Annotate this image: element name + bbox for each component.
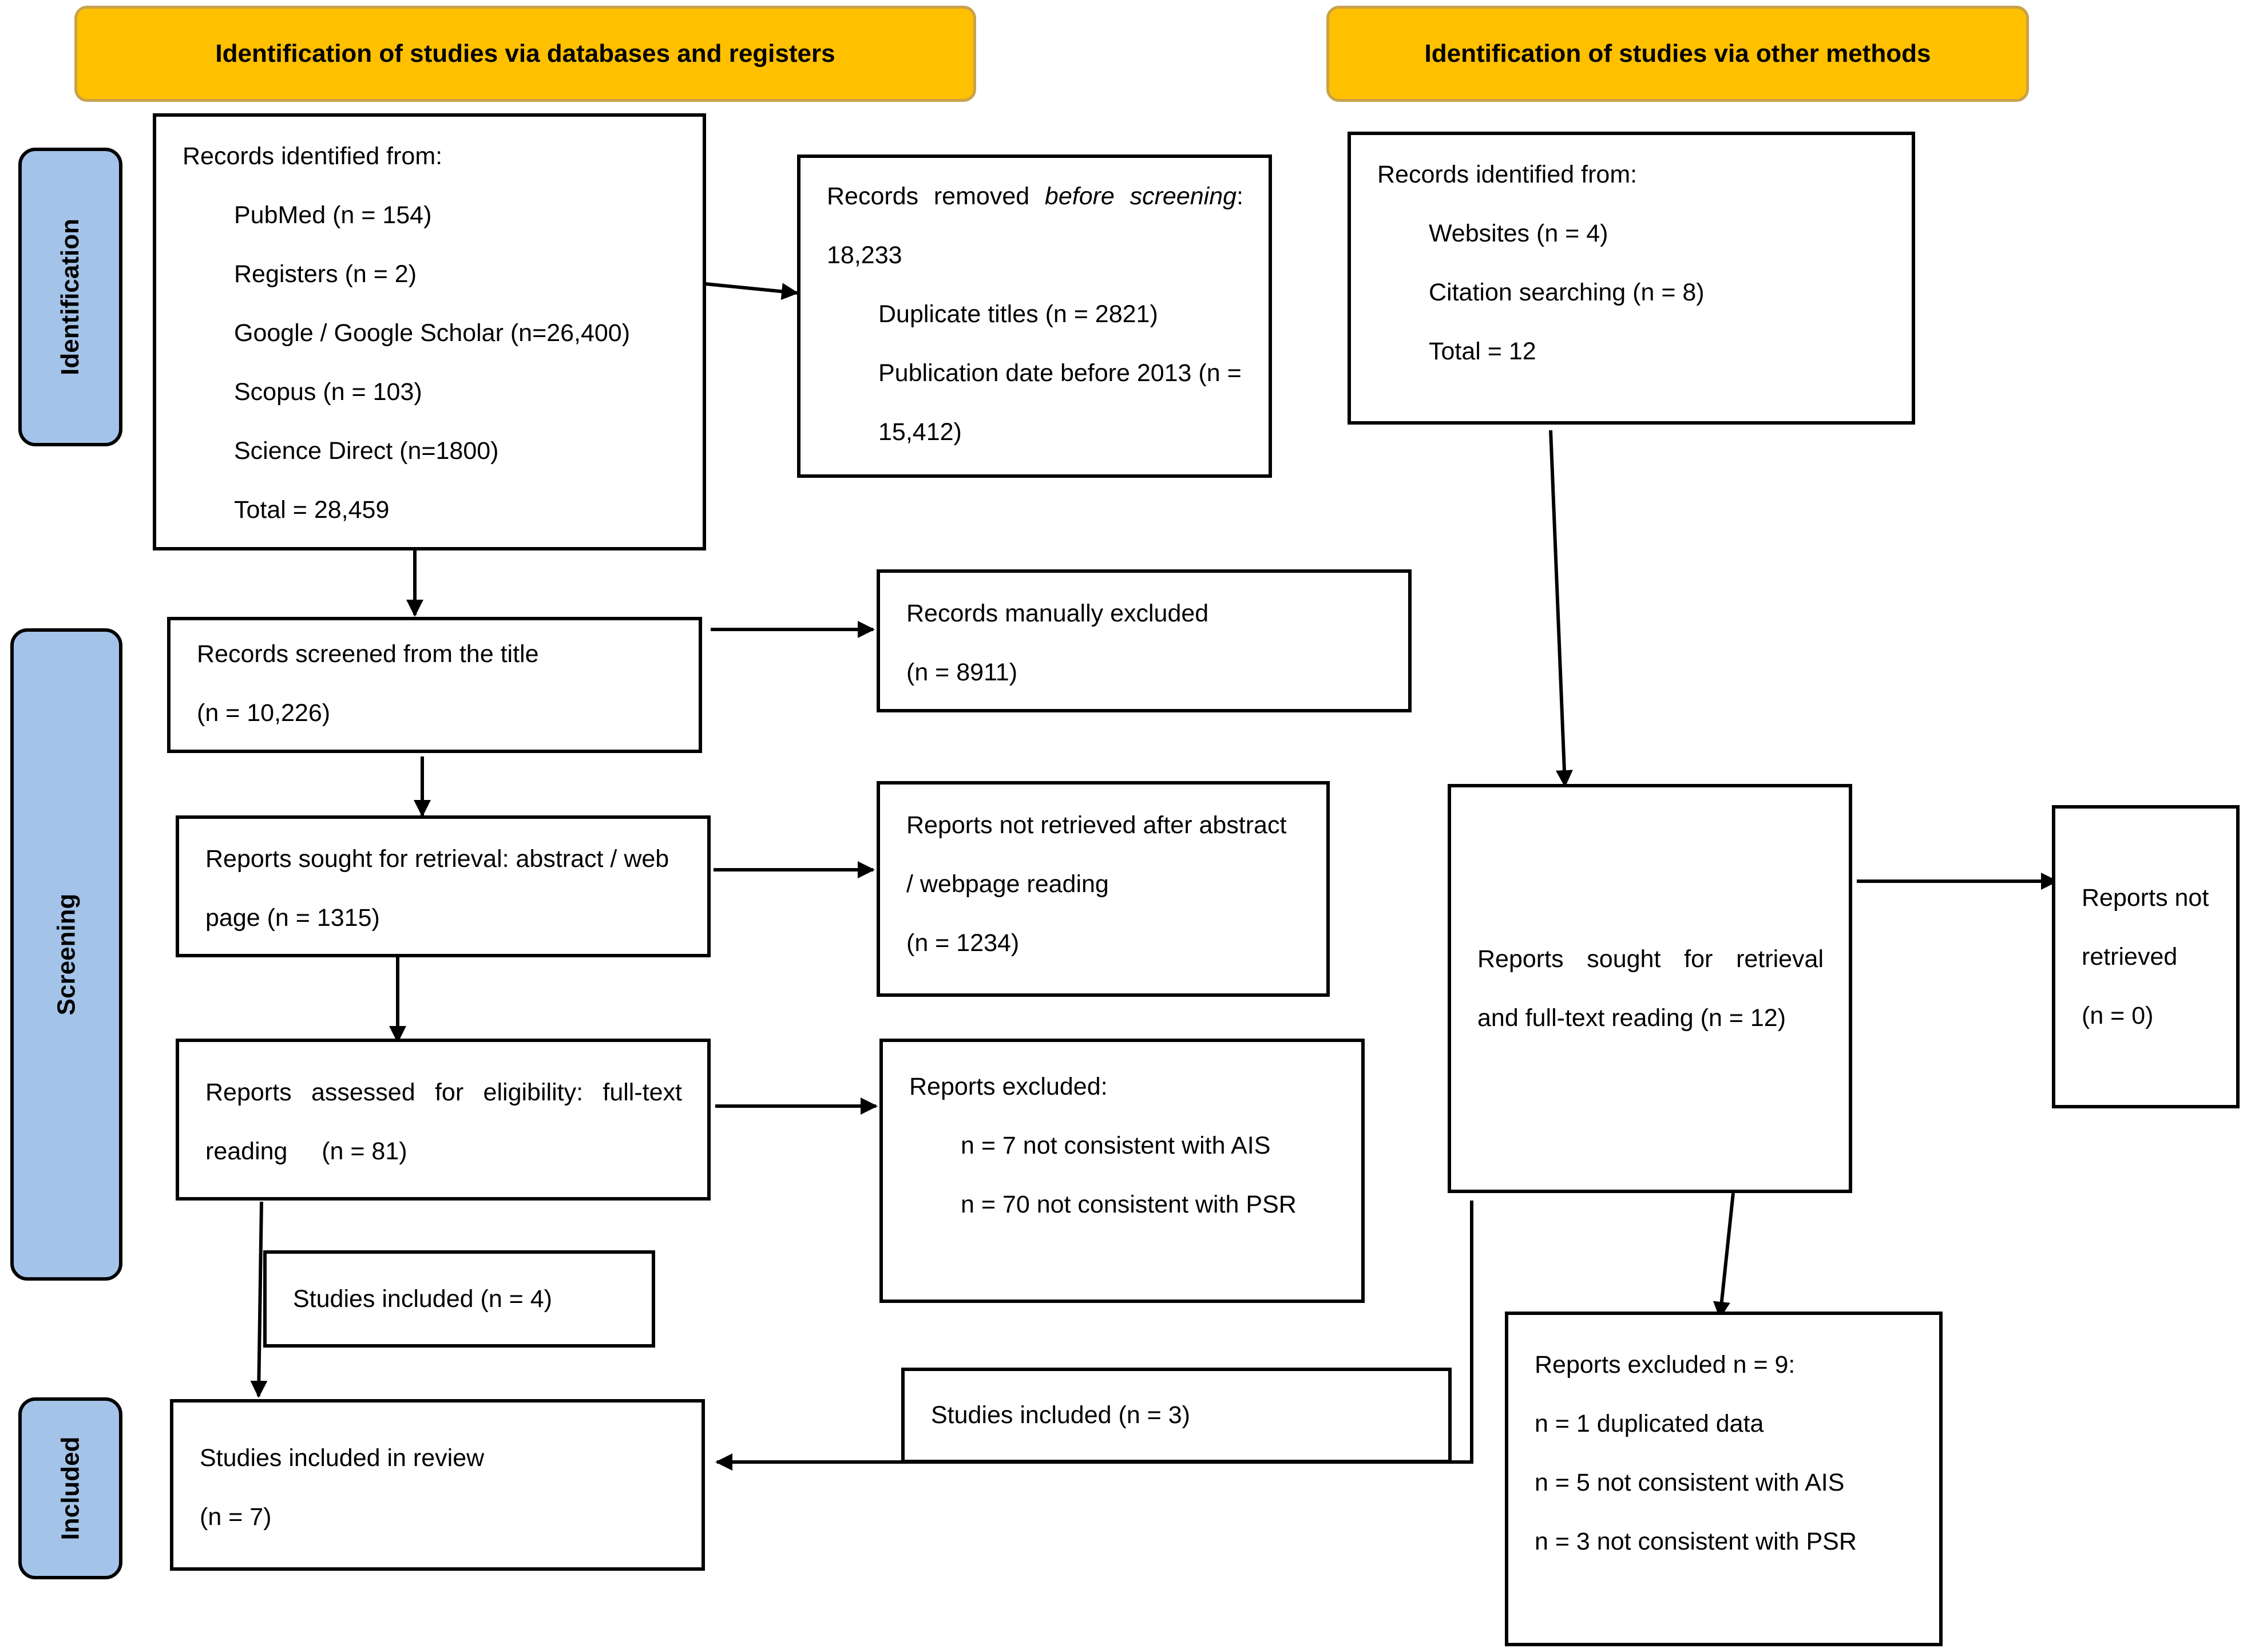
phase-screening: Screening (10, 628, 122, 1281)
reports-not-retrieved-other: Reports not retrieved (n = 0) (2052, 805, 2240, 1108)
excluded-not-ais: n = 7 not consistent with AIS (961, 1132, 1271, 1159)
records-excluded-count: (n = 8911) (906, 659, 1018, 686)
excluded-not-psr: n = 70 not consistent with PSR (961, 1191, 1297, 1218)
source-google-scholar: Google / Google Scholar (n=26,400) (234, 319, 631, 347)
source-registers: Registers (n = 2) (234, 260, 417, 288)
reports-assessed-eligibility: Reports assessed for eligibility: full-t… (176, 1039, 711, 1201)
source-science-direct: Science Direct (n=1800) (234, 437, 499, 465)
studies-included-db-label: Studies included (n = 4) (293, 1285, 552, 1313)
reports-sought-label: Reports sought for retrieval: abstract /… (205, 845, 669, 873)
studies-included-in-review: Studies included in review (n = 7) (170, 1399, 705, 1571)
source-pubmed: PubMed (n = 154) (234, 201, 432, 229)
removed-publication-date: Publication date before 2013 (n = (878, 359, 1242, 387)
arrow-other-identified-to-sought (1549, 430, 1573, 787)
arrow-identified-to-removed (699, 282, 799, 300)
records-screened-count: (n = 10,226) (197, 699, 331, 727)
records-removed-label: Records removed before screening: (827, 183, 1243, 210)
header-databases-registers: Identification of studies via databases … (74, 6, 976, 102)
other-source-citation-searching: Citation searching (n = 8) (1429, 279, 1705, 306)
other-records-total: Total = 12 (1429, 338, 1536, 365)
removed-duplicate-titles: Duplicate titles (n = 2821) (878, 300, 1158, 328)
header-databases-text: Identification of studies via databases … (215, 39, 835, 68)
other-excluded-duplicated: n = 1 duplicated data (1535, 1410, 1764, 1437)
studies-included-other-label: Studies included (n = 3) (931, 1401, 1190, 1429)
other-excluded-title: Reports excluded n = 9: (1535, 1351, 1796, 1378)
arrow-assessed-to-review (250, 1201, 268, 1398)
reports-excluded-title: Reports excluded: (909, 1073, 1108, 1100)
not-retrieved-label-cont: / webpage reading (906, 870, 1109, 898)
records-identified-title: Records identified from: (183, 142, 443, 170)
review-label: Studies included in review (200, 1444, 485, 1472)
assessed-count: reading (n = 81) (205, 1138, 407, 1165)
review-count: (n = 7) (200, 1503, 272, 1531)
records-identified-total: Total = 28,459 (234, 496, 390, 524)
source-scopus: Scopus (n = 103) (234, 378, 422, 406)
phase-included-text: Included (56, 1436, 84, 1540)
records-removed-count: 18,233 (827, 241, 902, 269)
removed-publication-date-count: 15,412) (878, 418, 962, 446)
studies-included-other: Studies included (n = 3) (901, 1368, 1452, 1463)
not-retrieved-label: Reports not retrieved after abstract (906, 811, 1287, 839)
other-excluded-not-psr: n = 3 not consistent with PSR (1535, 1528, 1857, 1555)
other-sought-count: and full-text reading (n = 12) (1477, 1004, 1786, 1032)
other-source-websites: Websites (n = 4) (1429, 220, 1608, 247)
studies-included-databases: Studies included (n = 4) (263, 1250, 655, 1348)
reports-excluded-databases: Reports excluded: n = 7 not consistent w… (879, 1039, 1365, 1303)
phase-identification: Identification (18, 148, 122, 446)
records-removed-before-screening: Records removed before screening: 18,233… (797, 154, 1272, 478)
phase-identification-text: Identification (56, 219, 84, 375)
header-other-methods: Identification of studies via other meth… (1326, 6, 2029, 102)
other-sought-label: Reports sought for retrieval (1477, 945, 1824, 973)
other-not-retrieved-count: (n = 0) (2082, 1001, 2154, 1029)
header-other-text: Identification of studies via other meth… (1424, 39, 1931, 68)
records-excluded-label: Records manually excluded (906, 600, 1209, 627)
reports-sought-retrieval: Reports sought for retrieval: abstract /… (176, 815, 711, 957)
assessed-label: Reports assessed for eligibility: full-t… (205, 1079, 682, 1106)
reports-sought-other: Reports sought for retrieval and full-te… (1448, 784, 1852, 1193)
records-identified-databases: Records identified from: PubMed (n = 154… (153, 113, 706, 550)
records-manually-excluded: Records manually excluded (n = 8911) (877, 569, 1412, 712)
records-screened: Records screened from the title (n = 10,… (167, 617, 702, 753)
reports-not-retrieved: Reports not retrieved after abstract / w… (877, 781, 1330, 997)
records-screened-label: Records screened from the title (197, 640, 539, 668)
other-excluded-not-ais: n = 5 not consistent with AIS (1535, 1469, 1845, 1496)
other-records-title: Records identified from: (1377, 161, 1638, 188)
phase-included: Included (18, 1397, 122, 1579)
not-retrieved-count: (n = 1234) (906, 929, 1020, 957)
other-not-retrieved-label-cont: retrieved (2082, 942, 2178, 970)
other-not-retrieved-label: Reports not (2082, 884, 2209, 912)
records-identified-other: Records identified from: Websites (n = 4… (1348, 132, 1915, 425)
reports-excluded-other: Reports excluded n = 9: n = 1 duplicated… (1505, 1312, 1943, 1646)
arrow-other-sought-to-excluded (1713, 1193, 1735, 1319)
reports-sought-count: page (n = 1315) (205, 904, 380, 932)
phase-screening-text: Screening (52, 893, 80, 1016)
